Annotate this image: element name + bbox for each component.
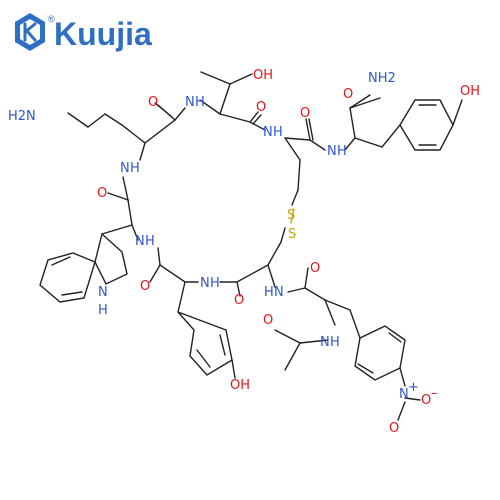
atom-o-acetyl: O	[263, 313, 273, 328]
atom-h-n-lys: H	[130, 161, 140, 176]
atom-h-n-thr: H	[195, 95, 205, 110]
atom-oh-thr: OH	[253, 68, 273, 83]
atom-n-lys: N	[120, 161, 130, 176]
atom-labels: H2N O N H OH O N H O N H O NH2 OH N H O …	[8, 68, 480, 436]
kuujia-hexagon-icon	[15, 13, 45, 51]
atom-h-n-tyr-amide: H	[337, 144, 347, 159]
atom-h-n-phe: H	[330, 335, 340, 350]
atom-h-indole: H	[98, 303, 108, 318]
atom-oh-tyr-top: OH	[460, 84, 480, 99]
atom-n-tyr: N	[200, 276, 210, 291]
disulfide-bonds	[290, 208, 295, 224]
atom-o-trp-carbonyl: O	[97, 186, 107, 201]
atom-o-tyr-carbonyl: O	[140, 279, 150, 294]
atom-n-tyr-amide: N	[327, 144, 337, 159]
atom-n-trp: N	[135, 234, 145, 249]
atom-o-thr-carbonyl: O	[256, 100, 266, 115]
atom-o-amide: O	[343, 87, 353, 102]
atom-h2n-lys: H2N	[8, 109, 36, 124]
atom-n-phe: N	[320, 335, 330, 350]
atom-o-phe-carbonyl: O	[310, 261, 320, 276]
nitro-plus-charge: +	[408, 380, 419, 395]
brand-registered-mark: ®	[48, 14, 55, 24]
atom-o-lys-carbonyl: O	[148, 95, 158, 110]
atom-n-nitro: N	[399, 387, 409, 402]
atom-n-cys1: N	[274, 285, 284, 300]
brand-name: Kuujia	[54, 16, 152, 52]
atom-nh2-amide: NH2	[368, 71, 396, 86]
atom-s1: S	[287, 208, 295, 223]
atom-oh-tyr-bottom: OH	[230, 378, 250, 393]
atom-s2: S	[288, 227, 296, 242]
atom-n-cys2: N	[263, 125, 273, 140]
atom-n-thr: N	[185, 95, 195, 110]
atom-h-n-cys2: H	[273, 125, 283, 140]
atom-o-nitro: O	[389, 421, 399, 436]
nitro-minus-charge: –	[431, 386, 438, 401]
atom-h-n-cys1: H	[264, 285, 274, 300]
bond-network	[39, 71, 463, 421]
atom-n-indole: N	[98, 285, 108, 300]
atom-o-cys1-carbonyl: O	[234, 293, 244, 308]
atom-h-n-trp: H	[145, 234, 155, 249]
atom-h-n-tyr: H	[210, 276, 220, 291]
kuujia-logo: Kuujia ®	[15, 13, 152, 52]
atom-o-nitro-minus: O	[421, 393, 431, 408]
atom-o-cys2-carbonyl: O	[300, 106, 310, 121]
